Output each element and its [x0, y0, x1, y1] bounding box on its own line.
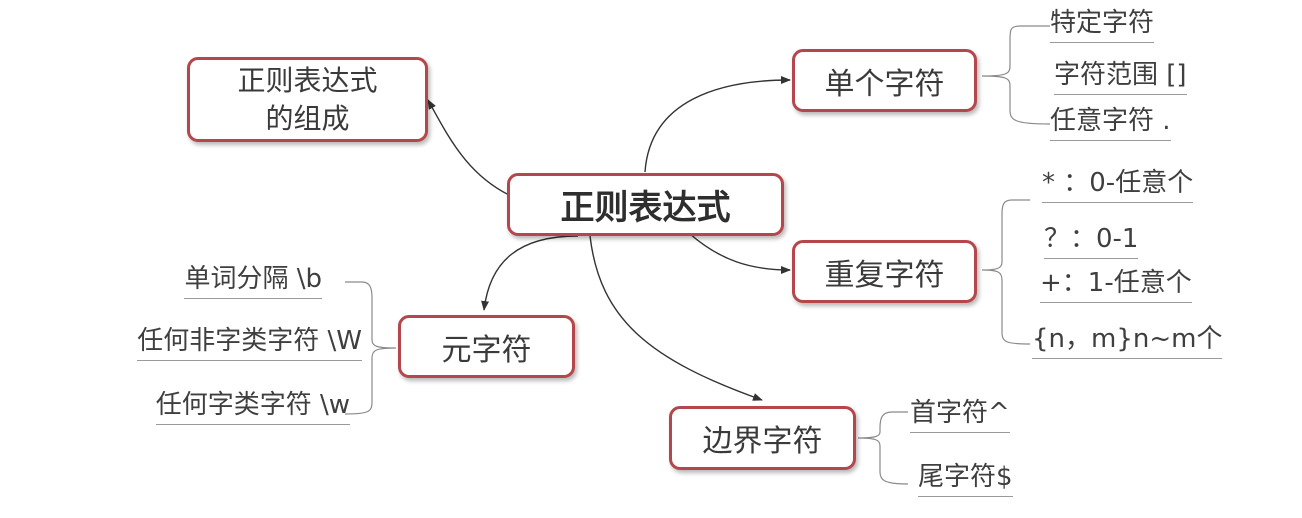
bracket-single-char	[981, 25, 1051, 125]
repeat-char-node[interactable]: 重复字符	[792, 240, 977, 303]
composition-node[interactable]: 正则表达式 的组成	[187, 57, 428, 142]
composition-label-line2: 的组成	[265, 101, 350, 135]
connector-center-to-repeat-char	[689, 233, 791, 274]
boundary-char-item-start: 首字符^	[910, 396, 1010, 433]
connector-center-to-meta-char	[481, 235, 579, 311]
boundary-char-label: 边界字符	[702, 424, 823, 459]
meta-char-node[interactable]: 元字符	[398, 315, 575, 378]
connector-center-to-boundary-char	[589, 235, 763, 401]
boundary-char-node[interactable]: 边界字符	[669, 406, 856, 470]
bracket-boundary-char	[857, 411, 909, 485]
repeat-char-item-plus: +：1-任意个	[1040, 266, 1192, 303]
single-char-item-range: 字符范围 []	[1054, 58, 1187, 95]
repeat-char-label: 重复字符	[824, 257, 945, 293]
composition-label-line1: 正则表达式	[237, 63, 378, 97]
single-char-label: 单个字符	[824, 66, 945, 102]
bracket-meta-char	[344, 281, 397, 415]
central-topic-node[interactable]: 正则表达式	[507, 173, 784, 236]
single-char-item-specific: 特定字符	[1050, 6, 1155, 43]
connector-center-to-single-char	[644, 76, 791, 173]
meta-char-item-word: 任何字类字符 \w	[155, 388, 350, 425]
meta-char-item-word-boundary: 单词分隔 \b	[184, 262, 322, 299]
single-char-item-any: 任意字符 .	[1050, 104, 1171, 141]
meta-char-label: 元字符	[441, 332, 532, 368]
repeat-char-item-star: * ：0-任意个	[1042, 166, 1194, 203]
repeat-char-item-range: {n，m}n~m个	[1032, 322, 1223, 359]
boundary-char-item-end: 尾字符$	[918, 460, 1013, 497]
repeat-char-item-question: ？：0-1	[1044, 222, 1139, 259]
single-char-node[interactable]: 单个字符	[792, 49, 977, 112]
connector-center-to-composition	[427, 99, 521, 201]
meta-char-item-non-word: 任何非字类字符 \W	[137, 324, 362, 361]
bracket-repeat-char	[981, 199, 1031, 345]
central-topic-label: 正则表达式	[560, 188, 731, 228]
